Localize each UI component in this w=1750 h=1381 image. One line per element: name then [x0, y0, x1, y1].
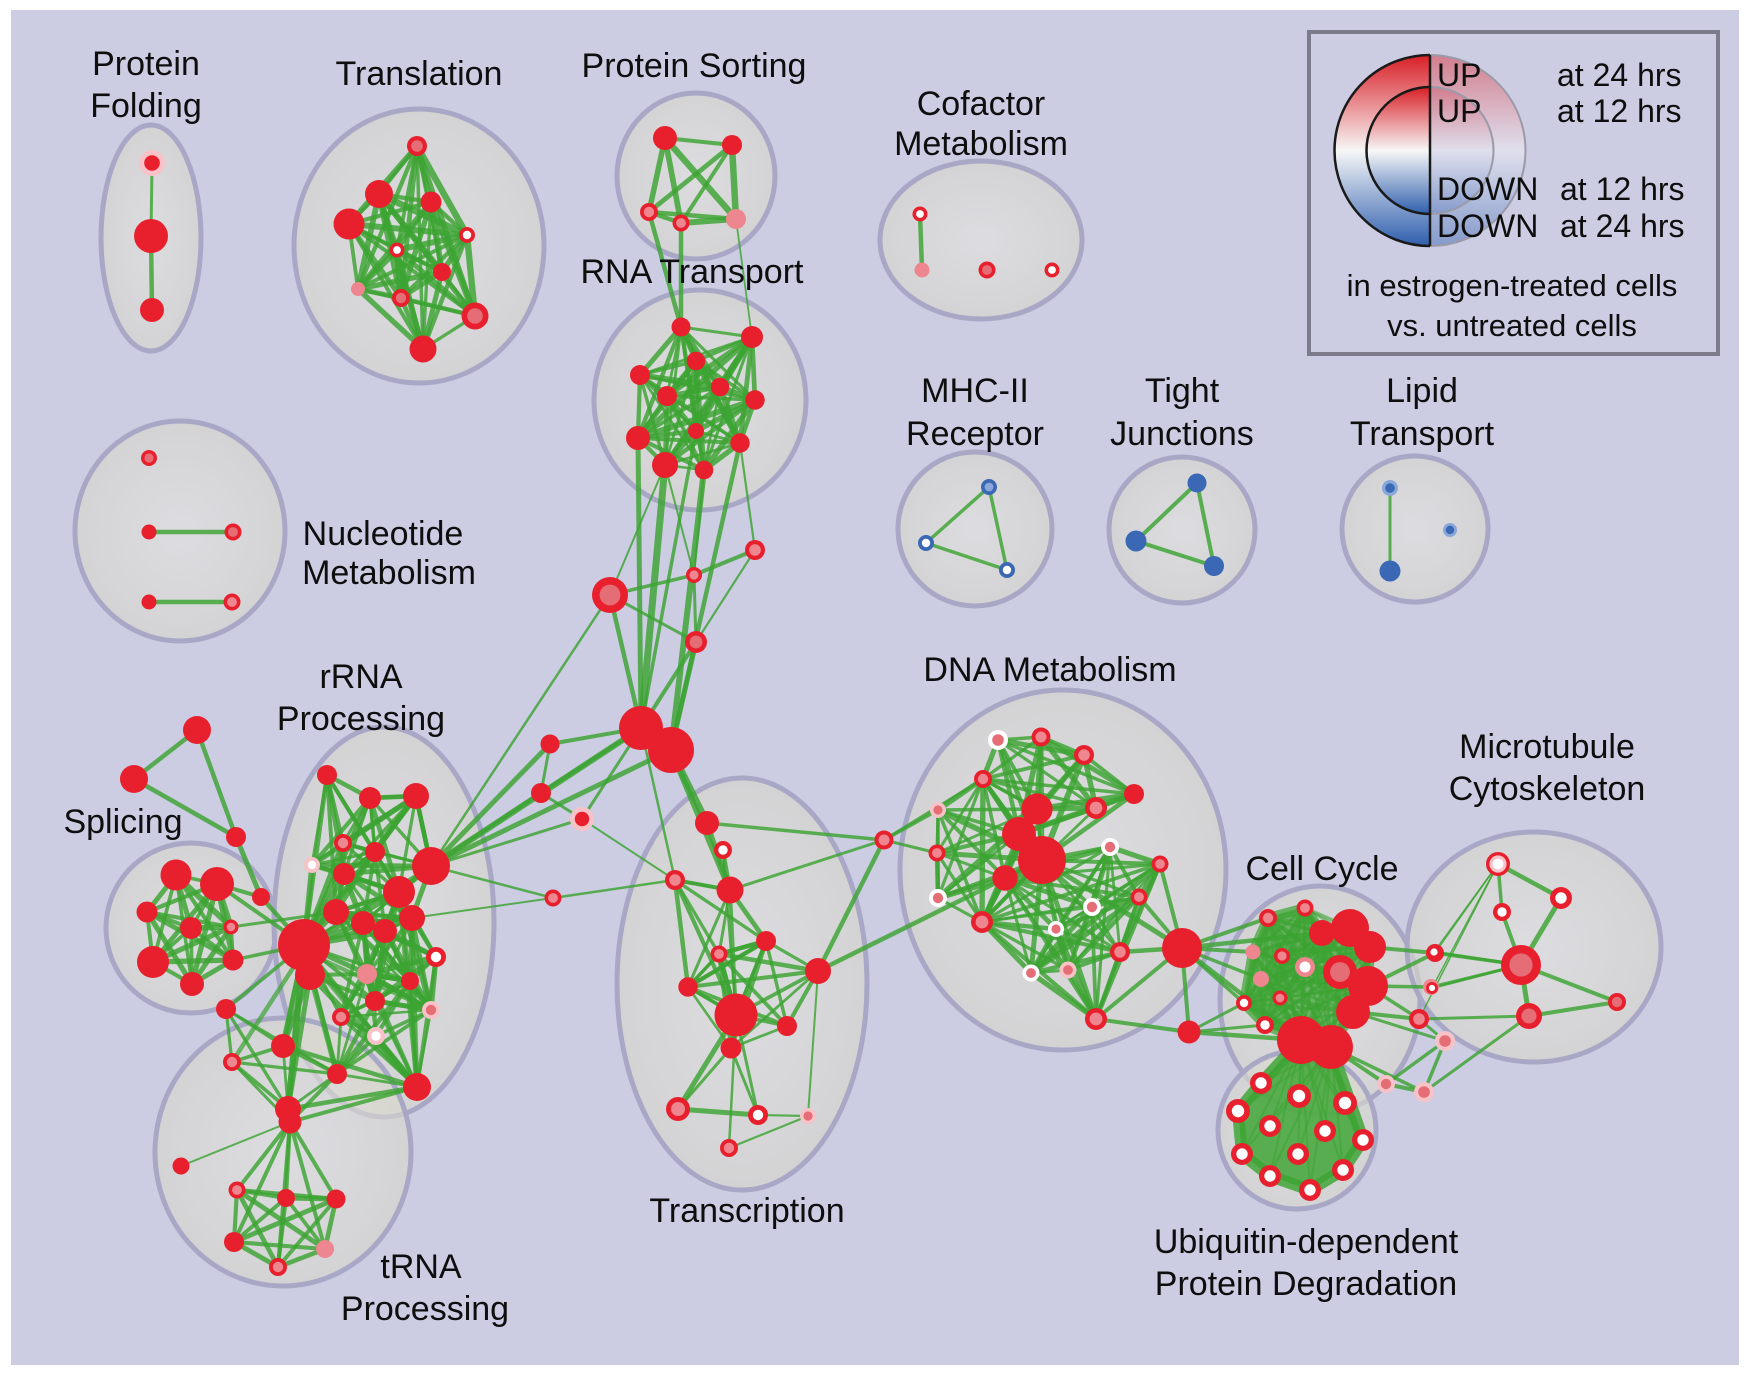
- svg-text:UP: UP: [1437, 57, 1481, 93]
- svg-text:Receptor: Receptor: [906, 415, 1044, 453]
- svg-text:DOWN: DOWN: [1437, 171, 1538, 207]
- svg-text:Lipid: Lipid: [1386, 372, 1458, 410]
- svg-text:at 24 hrs: at 24 hrs: [1557, 57, 1682, 93]
- svg-text:Splicing: Splicing: [63, 803, 182, 841]
- svg-text:Metabolism: Metabolism: [894, 125, 1068, 163]
- svg-text:vs. untreated cells: vs. untreated cells: [1387, 308, 1637, 343]
- svg-text:Ubiquitin-dependent: Ubiquitin-dependent: [1154, 1223, 1459, 1261]
- svg-text:Protein Sorting: Protein Sorting: [582, 47, 807, 85]
- svg-text:at 24 hrs: at 24 hrs: [1560, 208, 1685, 244]
- svg-text:Microtubule: Microtubule: [1459, 728, 1635, 766]
- svg-text:Processing: Processing: [277, 700, 445, 738]
- svg-text:Tight: Tight: [1145, 372, 1220, 410]
- svg-text:Junctions: Junctions: [1110, 415, 1254, 453]
- svg-text:Folding: Folding: [90, 87, 202, 125]
- svg-text:Nucleotide: Nucleotide: [303, 515, 464, 553]
- svg-text:Protein: Protein: [92, 45, 200, 83]
- svg-text:Cell Cycle: Cell Cycle: [1245, 850, 1398, 888]
- svg-text:rRNA: rRNA: [319, 658, 402, 696]
- svg-text:Transcription: Transcription: [649, 1192, 844, 1230]
- svg-text:DOWN: DOWN: [1437, 208, 1538, 244]
- svg-text:UP: UP: [1437, 93, 1481, 129]
- svg-text:tRNA: tRNA: [380, 1248, 462, 1286]
- svg-text:DNA Metabolism: DNA Metabolism: [923, 651, 1176, 689]
- svg-text:Cytoskeleton: Cytoskeleton: [1449, 770, 1646, 808]
- svg-text:RNA Transport: RNA Transport: [581, 253, 805, 291]
- svg-text:MHC-II: MHC-II: [921, 372, 1029, 410]
- svg-text:at 12 hrs: at 12 hrs: [1557, 93, 1682, 129]
- svg-text:in estrogen-treated cells: in estrogen-treated cells: [1347, 268, 1678, 303]
- svg-text:Translation: Translation: [336, 55, 503, 93]
- svg-text:Transport: Transport: [1350, 415, 1495, 453]
- svg-text:Cofactor: Cofactor: [917, 85, 1046, 123]
- svg-text:at 12 hrs: at 12 hrs: [1560, 171, 1685, 207]
- svg-text:Processing: Processing: [341, 1290, 509, 1328]
- svg-text:Metabolism: Metabolism: [302, 554, 476, 592]
- svg-text:Protein Degradation: Protein Degradation: [1155, 1265, 1457, 1303]
